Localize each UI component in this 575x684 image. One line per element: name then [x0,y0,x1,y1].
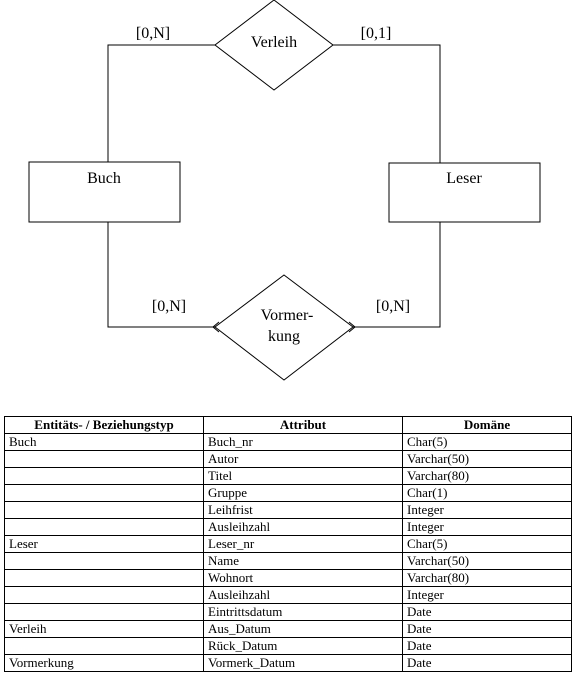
relationship-vormerkung-label-1: Vormer- [261,307,314,324]
cell-domain: Date [402,637,572,655]
relationship-vormerkung-diamond [214,274,354,381]
relationship-verleih-label: Verleih [251,34,297,51]
cell-attribute: Name [203,552,403,570]
cell-entity-type: Leser [4,535,204,553]
attribute-table: Entitäts- / Beziehungstyp Attribut Domän… [4,416,572,672]
arrow-tick-left [212,321,220,333]
cell-attribute: Ausleihzahl [203,518,403,536]
line-buch-verleih [107,44,215,162]
cell-domain: Varchar(80) [402,569,572,587]
line-verleih-leser [333,44,441,163]
cell-domain: Char(1) [402,484,572,502]
cell-domain: Integer [402,586,572,604]
cardinality-buch-vormerkung: [0,N] [152,298,186,315]
cell-attribute: Wohnort [203,569,403,587]
relationship-verleih-diamond [214,0,334,91]
line-vormerkung-leser [353,222,441,328]
cardinality-buch-verleih: [0,N] [136,25,170,42]
cell-entity-type [4,518,204,536]
cell-attribute: Buch_nr [203,433,403,451]
cell-attribute: Ausleihzahl [203,586,403,604]
cell-entity-type [4,603,204,621]
cell-attribute: Vormerk_Datum [203,654,403,672]
line-buch-vormerkung [107,222,215,328]
cell-entity-type [4,552,204,570]
cell-entity-type: Vormerkung [4,654,204,672]
cell-attribute: Aus_Datum [203,620,403,638]
cell-entity-type [4,586,204,604]
cell-entity-type: Buch [4,433,204,451]
cell-attribute: Eintrittsdatum [203,603,403,621]
entity-buch-label: Buch [87,170,121,187]
cell-entity-type [4,450,204,468]
cell-attribute: Gruppe [203,484,403,502]
entity-buch-box [28,161,181,223]
header-attribute: Attribut [203,416,403,434]
cell-domain: Varchar(80) [402,467,572,485]
cell-domain: Varchar(50) [402,450,572,468]
cell-entity-type: Verleih [4,620,204,638]
cell-entity-type [4,467,204,485]
header-domain: Domäne [402,416,572,434]
cell-domain: Char(5) [402,433,572,451]
cell-domain: Char(5) [402,535,572,553]
cardinality-leser-vormerkung: [0,N] [376,298,410,315]
entity-leser-box [388,162,541,223]
table-header-row: Entitäts- / Beziehungstyp Attribut Domän… [4,416,572,434]
cell-entity-type [4,484,204,502]
cell-attribute: Leser_nr [203,535,403,553]
cell-attribute: Titel [203,467,403,485]
er-diagram: Buch Leser Verleih Vormer- kung [0,N] [0… [28,0,541,381]
cell-entity-type [4,569,204,587]
cell-entity-type [4,637,204,655]
cell-domain: Varchar(50) [402,552,572,570]
cell-attribute: Rück_Datum [203,637,403,655]
cell-attribute: Leihfrist [203,501,403,519]
cell-domain: Integer [402,501,572,519]
arrow-tick-right [348,321,356,333]
header-entity-type: Entitäts- / Beziehungstyp [4,416,204,434]
cell-domain: Date [402,654,572,672]
cell-domain: Date [402,620,572,638]
cell-domain: Date [402,603,572,621]
cell-domain: Integer [402,518,572,536]
entity-leser-label: Leser [446,170,482,187]
cell-entity-type [4,501,204,519]
cardinality-leser-verleih: [0,1] [361,25,392,42]
cell-attribute: Autor [203,450,403,468]
relationship-vormerkung-label-2: kung [268,328,300,345]
